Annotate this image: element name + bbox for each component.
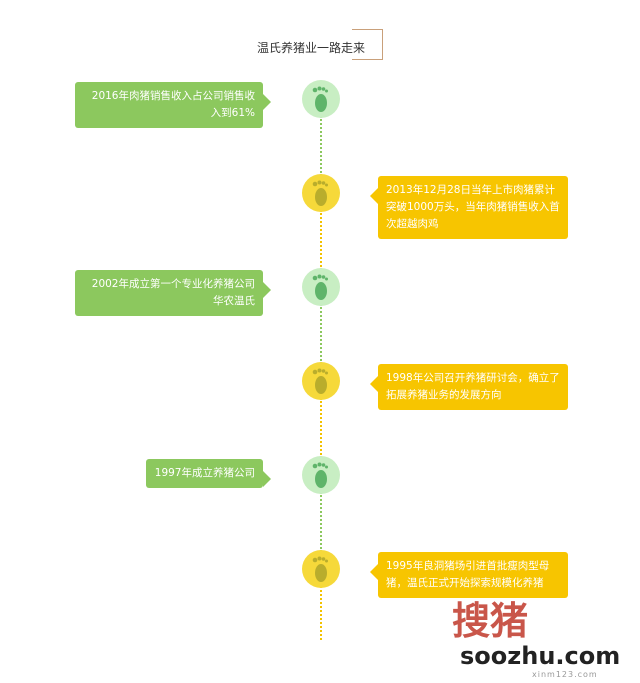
- footprint-icon: [302, 456, 340, 494]
- footprint-icon: [302, 80, 340, 118]
- connector-line: [320, 492, 322, 552]
- connector-line: [320, 116, 322, 176]
- event-box-2013: 2013年12月28日当年上市肉猪累计突破1000万头，当年肉猪销售收入首次超越…: [370, 176, 568, 239]
- watermark-sub: xinm123.com: [532, 670, 598, 679]
- watermark: 搜猪 soozhu.com xinm123.com: [452, 590, 632, 680]
- event-box-2016: 2016年肉猪销售收入占公司销售收入到61%: [75, 82, 271, 128]
- event-box-1995: 1995年良洞猪场引进首批瘦肉型母猪，温氏正式开始探索规模化养猪: [370, 552, 568, 598]
- title-bracket: [352, 29, 383, 60]
- event-box-1997: 1997年成立养猪公司: [146, 459, 271, 488]
- event-text: 2002年成立第一个专业化养猪公司华农温氏: [91, 278, 255, 307]
- footprint-icon: [302, 268, 340, 306]
- event-text: 2016年肉猪销售收入占公司销售收入到61%: [91, 90, 255, 119]
- connector-line: [320, 586, 322, 640]
- event-text: 1998年公司召开养猪研讨会，确立了拓展养猪业务的发展方向: [386, 372, 560, 401]
- event-text: 1995年良洞猪场引进首批瘦肉型母猪，温氏正式开始探索规模化养猪: [386, 560, 550, 589]
- event-box-1998: 1998年公司召开养猪研讨会，确立了拓展养猪业务的发展方向: [370, 364, 568, 410]
- footprint-icon: [302, 362, 340, 400]
- watermark-logo: 搜猪: [452, 598, 529, 643]
- footprint-icon: [302, 174, 340, 212]
- footprint-icon: [302, 550, 340, 588]
- event-text: 2013年12月28日当年上市肉猪累计突破1000万头，当年肉猪销售收入首次超越…: [386, 184, 560, 230]
- event-box-2002: 2002年成立第一个专业化养猪公司华农温氏: [75, 270, 271, 316]
- connector-line: [320, 398, 322, 458]
- timeline-title: 温氏养猪业一路走来: [257, 41, 366, 55]
- watermark-url: soozhu.com: [460, 642, 621, 670]
- connector-line: [320, 210, 322, 270]
- event-text: 1997年成立养猪公司: [154, 467, 255, 479]
- connector-line: [320, 304, 322, 364]
